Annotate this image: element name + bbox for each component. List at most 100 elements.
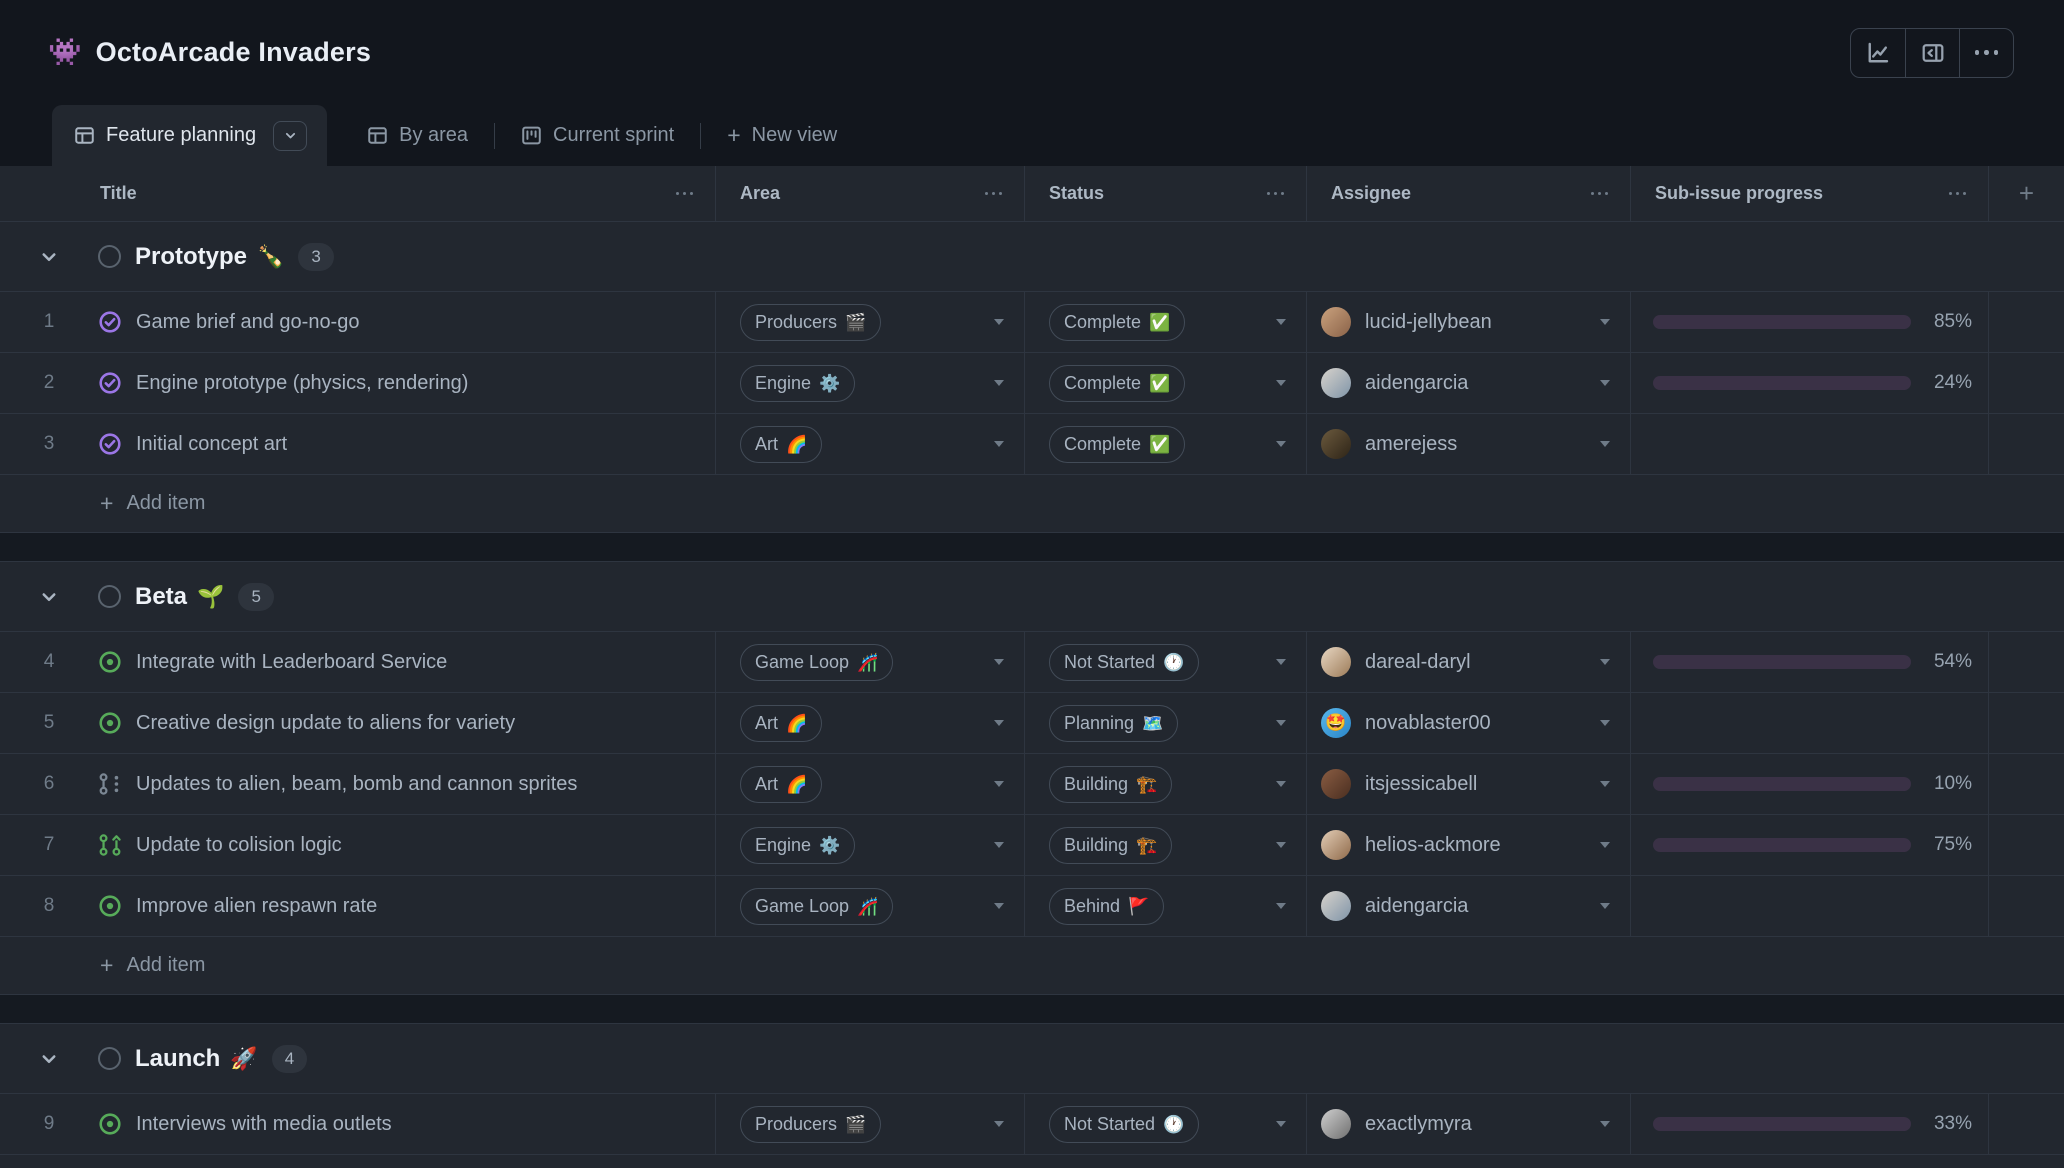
area-emoji: 🎢 (857, 652, 879, 672)
issue-title[interactable]: Engine prototype (physics, rendering) (136, 371, 469, 394)
dropdown-caret-icon (994, 781, 1004, 787)
area-select[interactable]: Producers 🎬 (715, 292, 1024, 352)
area-pill: Engine ⚙️ (740, 364, 856, 402)
more-options-button[interactable] (1959, 28, 2013, 77)
assignee-select[interactable]: exactlymyra (1306, 1094, 1630, 1154)
issue-row: 2 Engine prototype (physics, rendering) … (0, 353, 2064, 414)
status-label: Complete (1064, 311, 1142, 332)
column-menu-button[interactable] (1587, 188, 1613, 200)
issue-group: Launch 🚀 4 9 Interviews with media outle… (0, 1024, 2064, 1168)
collapse-chevron-icon[interactable] (0, 587, 98, 607)
progress-percent: 85% (1933, 311, 1972, 332)
group-rows: 9 Interviews with media outlets Producer… (0, 1094, 2064, 1155)
assignee-select[interactable]: 🤩 novablaster00 (1306, 693, 1630, 753)
assignee-select[interactable]: amerejess (1306, 414, 1630, 474)
area-label: Producers (755, 311, 838, 332)
page-title: OctoArcade Invaders (95, 37, 372, 67)
tab-new-view[interactable]: + New view (701, 105, 863, 166)
status-select[interactable]: Complete ✅ (1024, 292, 1306, 352)
progress-bar: 24% (1653, 372, 1972, 394)
group-header: Prototype 🍾 3 (0, 222, 2064, 292)
tab-label: New view (751, 124, 838, 146)
status-select[interactable]: Building 🏗️ (1024, 815, 1306, 875)
issue-title[interactable]: Creative design update to aliens for var… (136, 711, 516, 734)
assignee-select[interactable]: lucid-jellybean (1306, 292, 1630, 352)
progress-track (1653, 777, 1911, 791)
status-label: Building (1064, 773, 1129, 794)
insights-button[interactable] (1851, 29, 1905, 77)
issue-row: 7 Update to colision logic Engine ⚙️ Bui… (0, 815, 2064, 876)
dropdown-caret-icon (994, 441, 1004, 447)
status-emoji: 🏗️ (1136, 774, 1158, 794)
area-select[interactable]: Game Loop 🎢 (715, 632, 1024, 692)
progress-bar: 85% (1653, 311, 1972, 333)
add-item-button[interactable]: + Add item (0, 475, 2064, 533)
issue-title[interactable]: Improve alien respawn rate (136, 894, 378, 917)
issue-row: 6 Updates to alien, beam, bomb and canno… (0, 754, 2064, 815)
status-select[interactable]: Complete ✅ (1024, 414, 1306, 474)
assignee-select[interactable]: itsjessicabell (1306, 754, 1630, 814)
row-number: 8 (43, 895, 55, 916)
area-select[interactable]: Art 🌈 (715, 754, 1024, 814)
issue-title[interactable]: Updates to alien, beam, bomb and cannon … (136, 772, 578, 795)
status-select[interactable]: Complete ✅ (1024, 353, 1306, 413)
collapse-chevron-icon[interactable] (0, 247, 98, 267)
issue-row: 1 Game brief and go-no-go Producers 🎬 Co… (0, 292, 2064, 353)
area-select[interactable]: Game Loop 🎢 (715, 876, 1024, 936)
status-select[interactable]: Behind 🚩 (1024, 876, 1306, 936)
status-select[interactable]: Building 🏗️ (1024, 754, 1306, 814)
status-select[interactable]: Planning 🗺️ (1024, 693, 1306, 753)
status-emoji: ✅ (1149, 312, 1171, 332)
issue-title[interactable]: Update to colision logic (136, 833, 342, 856)
column-menu-button[interactable] (672, 188, 698, 200)
issue-type-icon (98, 1112, 122, 1136)
title-cell: 6 Updates to alien, beam, bomb and canno… (0, 754, 715, 814)
add-column-button[interactable]: + (1988, 166, 2064, 221)
issue-title[interactable]: Game brief and go-no-go (136, 310, 360, 333)
title-cell: 8 Improve alien respawn rate (0, 876, 715, 936)
area-select[interactable]: Engine ⚙️ (715, 815, 1024, 875)
title-cell: 4 Integrate with Leaderboard Service (0, 632, 715, 692)
assignee-select[interactable]: helios-ackmore (1306, 815, 1630, 875)
dropdown-caret-icon (1276, 781, 1286, 787)
area-pill: Game Loop 🎢 (740, 887, 894, 925)
issue-group: Prototype 🍾 3 1 Game brief and go-no-go … (0, 222, 2064, 533)
assignee-select[interactable]: aidengarcia (1306, 876, 1630, 936)
avatar (1321, 429, 1351, 459)
tab-by-area[interactable]: By area (341, 105, 494, 166)
add-item-button[interactable]: + Add item (0, 1155, 2064, 1168)
dropdown-caret-icon (1276, 842, 1286, 848)
progress-track (1653, 315, 1911, 329)
avatar (1321, 1109, 1351, 1139)
row-number: 5 (43, 712, 55, 733)
tab-feature-planning[interactable]: Feature planning (52, 105, 328, 166)
chevron-down-icon (284, 129, 297, 142)
area-select[interactable]: Art 🌈 (715, 693, 1024, 753)
side-panel-button[interactable] (1905, 28, 1959, 77)
column-menu-button[interactable] (981, 188, 1007, 200)
column-menu-button[interactable] (1945, 188, 1971, 200)
area-select[interactable]: Engine ⚙️ (715, 353, 1024, 413)
issue-title[interactable]: Integrate with Leaderboard Service (136, 650, 448, 673)
assignee-select[interactable]: aidengarcia (1306, 353, 1630, 413)
add-item-button[interactable]: + Add item (0, 937, 2064, 995)
assignee-select[interactable]: dareal-daryl (1306, 632, 1630, 692)
dropdown-caret-icon (1276, 1121, 1286, 1127)
tab-current-sprint[interactable]: Current sprint (495, 105, 700, 166)
iteration-circle-icon (98, 245, 121, 268)
area-select[interactable]: Producers 🎬 (715, 1094, 1024, 1154)
view-tabs: Feature planning By area Current sprint … (0, 105, 2064, 166)
row-number: 4 (43, 651, 55, 672)
dropdown-caret-icon (994, 903, 1004, 909)
tab-menu-button[interactable] (273, 120, 308, 151)
collapse-chevron-icon[interactable] (0, 1049, 98, 1069)
issue-title[interactable]: Interviews with media outlets (136, 1112, 392, 1135)
status-select[interactable]: Not Started 🕐 (1024, 1094, 1306, 1154)
column-menu-button[interactable] (1263, 188, 1289, 200)
area-pill: Art 🌈 (740, 704, 823, 742)
status-select[interactable]: Not Started 🕐 (1024, 632, 1306, 692)
tab-divider (494, 122, 496, 149)
area-select[interactable]: Art 🌈 (715, 414, 1024, 474)
issue-title[interactable]: Initial concept art (136, 432, 288, 455)
add-item-label: Add item (126, 492, 206, 514)
